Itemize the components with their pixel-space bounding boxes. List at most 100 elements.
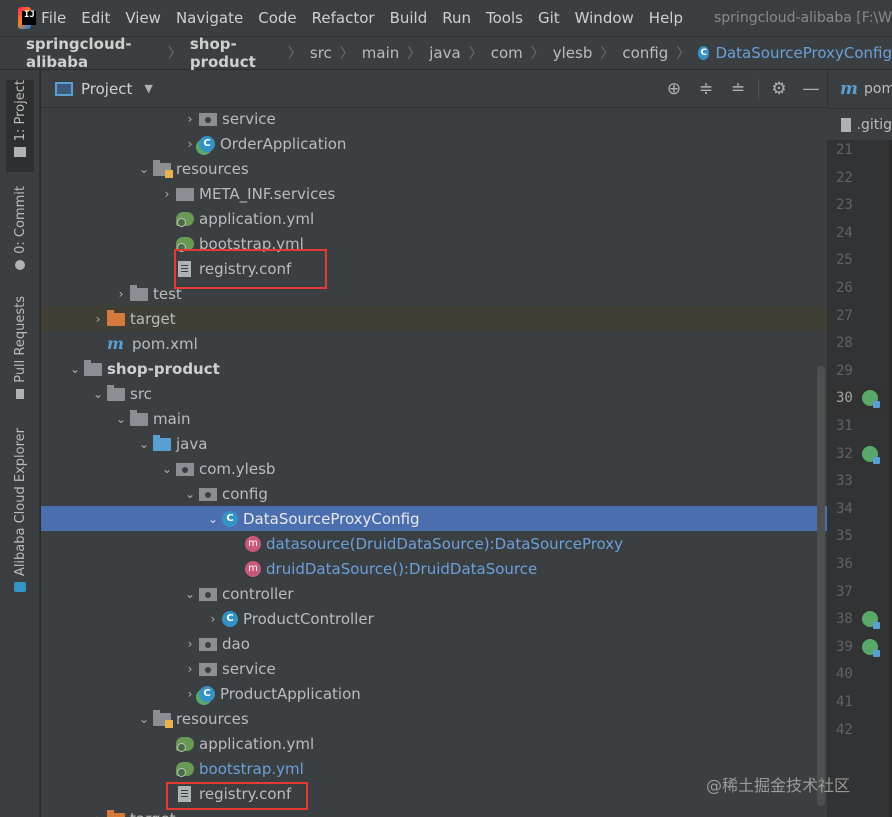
tab-project[interactable]: 1: Project — [6, 80, 34, 172]
breadcrumb-item[interactable]: java — [429, 44, 461, 62]
chevron-right-icon[interactable]: › — [210, 611, 216, 626]
menu-refactor[interactable]: Refactor — [311, 9, 375, 27]
package-icon — [199, 113, 217, 126]
chevron-down-icon[interactable]: ⌄ — [184, 486, 196, 501]
editor-tab-pom[interactable]: m pom — [827, 70, 892, 108]
breadcrumb-item[interactable]: main — [361, 44, 400, 62]
bean-gutter-icon[interactable] — [862, 638, 880, 657]
breadcrumb-item[interactable]: com — [490, 44, 523, 62]
tree-item-label: dao — [222, 634, 250, 653]
code-editor[interactable] — [889, 140, 892, 740]
tree-item-src[interactable]: ⌄ src — [41, 381, 827, 406]
chevron-down-icon[interactable]: ⌄ — [138, 161, 150, 176]
chevron-down-icon[interactable]: ⌄ — [161, 461, 173, 476]
chevron-right-icon[interactable]: › — [187, 136, 193, 151]
vertical-scrollbar[interactable] — [817, 366, 825, 806]
menu-code[interactable]: Code — [258, 9, 297, 27]
line-number: 42 — [836, 721, 853, 738]
tree-item-java[interactable]: ⌄ java — [41, 431, 827, 456]
tree-item-controller[interactable]: ⌄ controller — [41, 581, 827, 606]
menu-window[interactable]: Window — [574, 9, 634, 27]
menu-file[interactable]: File — [41, 9, 67, 27]
chevron-down-icon[interactable]: ⌄ — [115, 411, 127, 426]
menu-tools[interactable]: Tools — [486, 9, 523, 27]
chevron-down-icon[interactable]: ⌄ — [184, 586, 196, 601]
alibaba-cloud-icon — [14, 582, 26, 593]
chevron-right-icon[interactable]: › — [118, 286, 124, 301]
tree-item-application-yml-order[interactable]: application.yml — [41, 206, 827, 231]
tree-item-order-application[interactable]: › C OrderApplication — [41, 131, 827, 156]
bean-gutter-icon[interactable] — [862, 445, 880, 464]
line-number: 21 — [836, 142, 853, 158]
tree-item-com-ylesb[interactable]: ⌄ com.ylesb — [41, 456, 827, 481]
chevron-right-icon[interactable]: › — [95, 311, 101, 326]
tree-item-dao[interactable]: › dao — [41, 631, 827, 656]
menu-navigate[interactable]: Navigate — [175, 9, 244, 27]
chevron-down-icon[interactable]: ⌄ — [92, 386, 104, 401]
tree-item-method-datasource[interactable]: m datasource(DruidDataSource):DataSource… — [41, 531, 827, 556]
menu-build[interactable]: Build — [389, 9, 428, 27]
chevron-down-icon[interactable]: ⌄ — [138, 711, 150, 726]
tree-item-pom-xml[interactable]: m pom.xml — [41, 331, 827, 356]
chevron-right-icon[interactable]: › — [164, 186, 170, 201]
breadcrumb-item[interactable]: shop-product — [189, 35, 256, 71]
editor-tab-gitignore[interactable]: .gitig — [827, 108, 892, 140]
tree-item-test[interactable]: › test — [41, 281, 827, 306]
chevron-down-icon[interactable]: ▼ — [144, 82, 153, 95]
tree-item-product-controller[interactable]: › C ProductController — [41, 606, 827, 631]
folder-icon — [130, 285, 148, 301]
project-view-selector[interactable]: Project — [81, 79, 133, 98]
chevron-right-icon[interactable]: › — [187, 686, 193, 701]
breadcrumb-item[interactable]: springcloud-alibaba — [26, 35, 132, 71]
chevron-right-icon[interactable]: › — [187, 111, 193, 126]
chevron-right-icon[interactable]: › — [187, 636, 193, 651]
breadcrumb-item[interactable]: src — [309, 44, 332, 62]
menu-run[interactable]: Run — [442, 9, 471, 27]
tree-item-bootstrap-yml-product[interactable]: bootstrap.yml — [41, 756, 827, 781]
tree-item-target-product[interactable]: › target — [41, 806, 827, 817]
tree-item-service-product[interactable]: › service — [41, 656, 827, 681]
menu-view[interactable]: View — [125, 9, 161, 27]
tree-item-datasource-proxy-config[interactable]: ⌄ C DataSourceProxyConfig — [41, 506, 827, 531]
tree-item-label: bootstrap.yml — [199, 234, 304, 253]
tree-item-registry-conf-order[interactable]: registry.conf — [41, 256, 827, 281]
menu-git[interactable]: Git — [537, 9, 560, 27]
tree-item-label: target — [130, 309, 176, 328]
tree-item-main[interactable]: ⌄ main — [41, 406, 827, 431]
chevron-down-icon[interactable]: ⌄ — [207, 511, 219, 526]
chevron-right-icon[interactable]: › — [89, 812, 107, 817]
minimize-icon[interactable]: — — [802, 79, 820, 99]
expand-all-icon[interactable]: ≑ — [698, 79, 714, 99]
tree-item-method-druid-datasource[interactable]: m druidDataSource():DruidDataSource — [41, 556, 827, 581]
tab-pull-requests[interactable]: Pull Requests — [6, 296, 34, 404]
line-number: 38 — [828, 609, 890, 636]
tree-item-registry-conf-product[interactable]: registry.conf — [41, 781, 827, 806]
gear-icon[interactable]: ⚙ — [771, 79, 787, 99]
tree-item-target-order[interactable]: › target — [41, 306, 827, 331]
bean-gutter-icon[interactable] — [862, 611, 880, 630]
menu-edit[interactable]: Edit — [81, 9, 111, 27]
breadcrumb-current[interactable]: DataSourceProxyConfig — [715, 44, 892, 62]
chevron-down-icon[interactable]: ⌄ — [138, 436, 150, 451]
tree-item-config[interactable]: ⌄ config — [41, 481, 827, 506]
locate-icon[interactable]: ⊕ — [666, 79, 682, 99]
tab-commit[interactable]: 0: Commit — [6, 186, 34, 274]
tree-item-application-yml-product[interactable]: application.yml — [41, 731, 827, 756]
tree-item-product-application[interactable]: › C ProductApplication — [41, 681, 827, 706]
project-panel: Project ▼ ⊕ ≑ ≐ ⚙ — › service › C OrderA… — [41, 70, 827, 817]
tree-item-resources-order[interactable]: ⌄ resources — [41, 156, 827, 181]
tree-item-label: application.yml — [199, 209, 315, 228]
tree-item-meta-inf[interactable]: › META_INF.services — [41, 181, 827, 206]
chevron-right-icon[interactable]: › — [187, 661, 193, 676]
tree-item-bootstrap-yml-order[interactable]: bootstrap.yml — [41, 231, 827, 256]
menu-help[interactable]: Help — [648, 9, 683, 27]
bean-gutter-icon[interactable] — [862, 390, 880, 409]
breadcrumb-item[interactable]: ylesb — [552, 44, 593, 62]
collapse-all-icon[interactable]: ≐ — [730, 79, 746, 99]
tab-alibaba-cloud-explorer[interactable]: Alibaba Cloud Explorer — [6, 428, 34, 596]
breadcrumb-item[interactable]: config — [622, 44, 669, 62]
tree-item-resources-product[interactable]: ⌄ resources — [41, 706, 827, 731]
chevron-down-icon[interactable]: ⌄ — [69, 361, 81, 376]
tree-item-shop-product[interactable]: ⌄ shop-product — [41, 356, 827, 381]
tree-item-service-order[interactable]: › service — [41, 106, 827, 131]
